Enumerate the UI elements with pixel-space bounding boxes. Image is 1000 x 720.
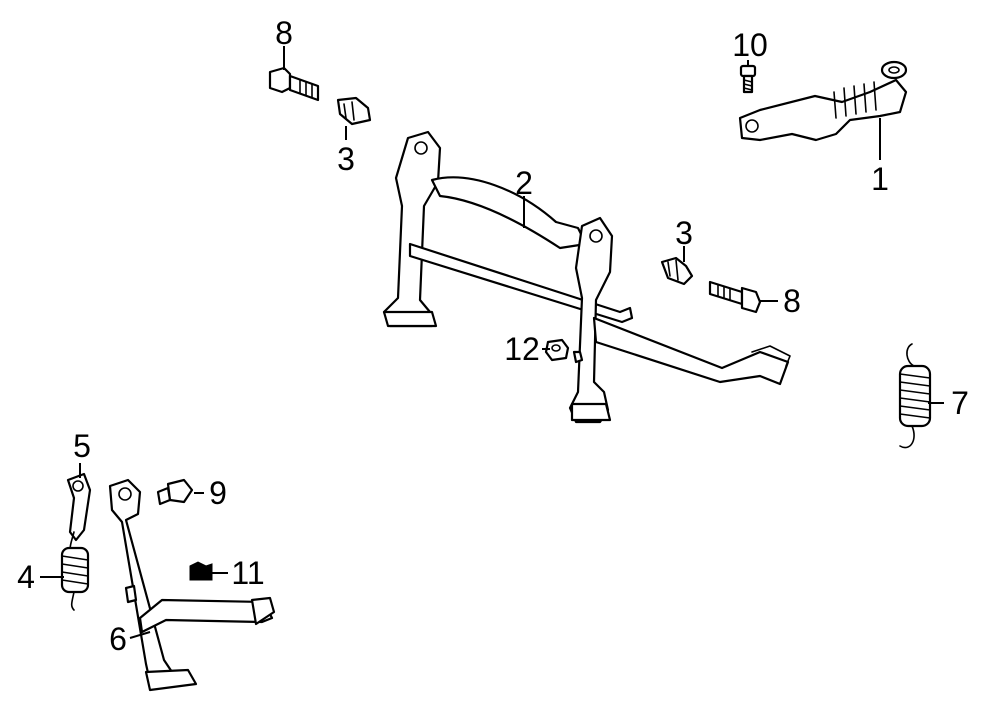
callout-8-right: 8: [783, 283, 801, 319]
callout-6: 6: [109, 621, 127, 657]
kick-lever-part: [738, 60, 908, 142]
leader-lines: [40, 46, 944, 639]
callout-9: 9: [209, 475, 227, 511]
callout-2: 2: [515, 165, 533, 201]
side-stand-part: [108, 478, 276, 692]
pivot-bolt-part-top: [268, 66, 320, 102]
pivot-bolt-part-right: [708, 280, 762, 314]
callout-1: 1: [871, 161, 889, 197]
collar-part: [544, 338, 584, 364]
main-stand-spring-part: [898, 343, 932, 449]
callout-4: 4: [17, 559, 35, 595]
main-stand-part: [382, 130, 791, 424]
callout-8-top: 8: [275, 15, 293, 51]
callout-12: 12: [504, 331, 540, 367]
callout-3-right: 3: [675, 215, 693, 251]
callout-10: 10: [732, 27, 768, 63]
small-bolt-part: [739, 64, 757, 94]
stand-pin-part: [156, 478, 194, 506]
bushing-part-right: [660, 256, 694, 286]
callout-3-top: 3: [337, 141, 355, 177]
callout-7: 7: [951, 385, 969, 421]
callout-11: 11: [231, 555, 264, 591]
clip-part: [189, 561, 213, 581]
callout-5: 5: [73, 428, 91, 464]
bushing-part-top: [336, 96, 372, 126]
side-stand-spring-part: [60, 531, 90, 611]
spring-plate-part: [66, 472, 92, 542]
